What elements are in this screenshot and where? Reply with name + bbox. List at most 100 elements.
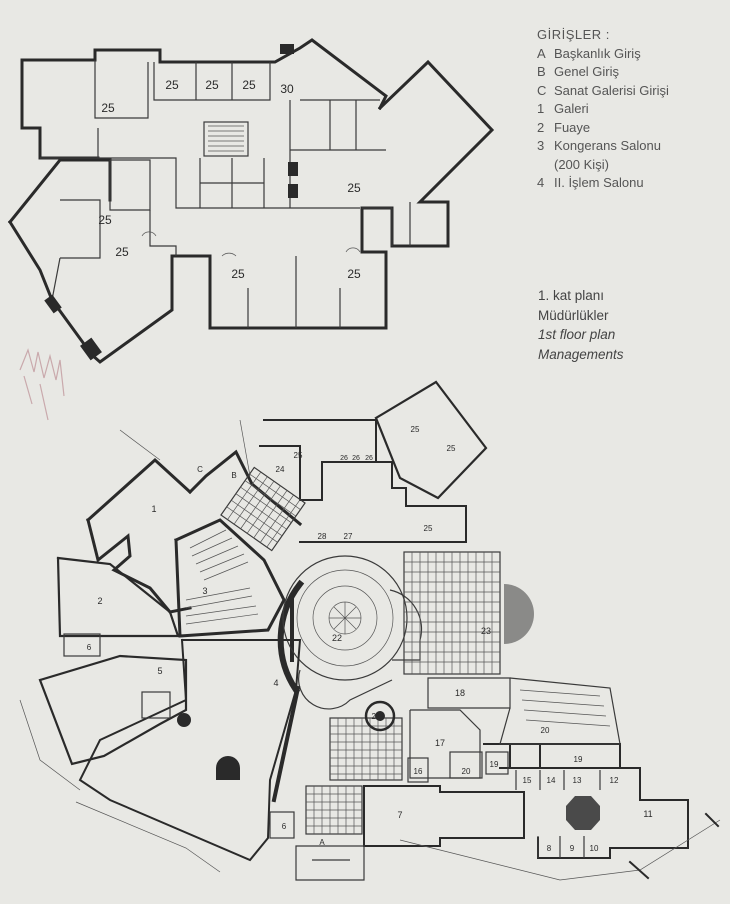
door-arc	[345, 247, 361, 253]
office-block-north	[259, 445, 467, 543]
room-label-3: 3	[202, 586, 207, 596]
legend-label: Başkanlık Giriş	[554, 45, 641, 61]
toilet-block	[263, 419, 377, 463]
room-label-22: 22	[332, 633, 342, 643]
room-label-25d: 25	[424, 524, 433, 533]
room-5-outline	[38, 654, 188, 766]
room-label-25a: 25	[294, 451, 303, 460]
corridor-wall-north	[40, 128, 360, 209]
legend-label: Genel Giriş	[554, 64, 620, 79]
column	[80, 337, 102, 361]
hall-4-east-wall	[271, 685, 301, 803]
column	[44, 294, 62, 314]
column	[288, 162, 298, 176]
door-arc	[221, 252, 237, 257]
north-arrow-marks	[628, 812, 720, 880]
room-label-25a: 25	[165, 78, 179, 92]
hall-4-outline	[78, 638, 302, 862]
room-label-1: 1	[151, 504, 156, 514]
room-label-25e: 25	[347, 181, 361, 195]
room-17-outline	[409, 709, 481, 779]
legend-key: 1	[537, 101, 545, 116]
room-label-11: 11	[643, 809, 652, 819]
room-label-6a: 6	[87, 643, 92, 652]
room-6b	[269, 811, 295, 839]
column	[280, 44, 294, 54]
room-label-24: 24	[276, 465, 285, 474]
room-label-25b: 25	[205, 78, 219, 92]
tile-grid-entrance	[220, 466, 306, 552]
room-label-25d: 25	[101, 101, 115, 115]
room-7-outline	[363, 785, 525, 847]
legend-title: GİRİŞLER :	[537, 27, 610, 42]
room-label-21: 21	[372, 712, 381, 721]
room-label-19b: 19	[490, 760, 499, 769]
first-floor-north-wall	[20, 38, 388, 111]
entrance-label-c: C	[197, 465, 203, 474]
core-block	[216, 756, 240, 780]
legend-label: (200 Kişi)	[554, 156, 609, 172]
room-label-25i: 25	[347, 267, 361, 281]
caption-english-name: Managements	[538, 346, 624, 362]
entrance-b-walls	[187, 449, 303, 527]
room-label-9: 9	[570, 844, 575, 853]
room-label-10: 10	[590, 844, 599, 853]
room-label-28: 28	[318, 532, 327, 541]
room-20b-outline	[449, 751, 483, 779]
tile-grid-south	[305, 717, 403, 835]
foyer-outline	[56, 556, 180, 638]
room-label-26c: 26	[365, 455, 373, 462]
room-label-25h: 25	[231, 267, 245, 281]
core-partitions	[199, 158, 265, 208]
room-label-7: 7	[397, 810, 402, 820]
column	[177, 713, 191, 727]
room-21-round	[364, 700, 396, 732]
legend-label: Fuaye	[554, 119, 591, 135]
stage-half-dome	[504, 584, 534, 644]
office-row-partitions	[153, 62, 271, 101]
room-19b-outline	[485, 751, 509, 775]
room-label-17: 17	[435, 738, 445, 748]
room-label-4: 4	[273, 678, 278, 688]
plan-caption: 1. kat planı Müdürlükler 1st floor plan …	[538, 286, 624, 364]
east-office-strip	[499, 767, 689, 859]
octagonal-core	[566, 796, 600, 830]
caption-turkish-floor: 1. kat planı	[538, 288, 605, 303]
gallery-north-wall	[85, 457, 193, 523]
room-label-12: 12	[610, 776, 619, 785]
room-label-13: 13	[573, 776, 582, 785]
room-label-30: 30	[280, 82, 294, 96]
room-label-25g: 25	[115, 245, 129, 259]
room-label-5: 5	[157, 666, 162, 676]
room-label-26a: 26	[340, 455, 348, 462]
room-6a	[63, 633, 101, 657]
atrium-ring	[296, 569, 394, 667]
legend-key: C	[537, 82, 547, 98]
room-label-23: 23	[481, 626, 491, 636]
legend-item: (200 Kişi)	[537, 156, 669, 175]
office-strip-partitions	[515, 770, 601, 858]
room-label-19a: 19	[574, 755, 583, 764]
entrance-label-b: B	[231, 471, 236, 480]
east-wing-partitions	[362, 202, 411, 246]
stair-treads	[208, 125, 244, 152]
room-label-14: 14	[547, 776, 556, 785]
entrance-label-a: A	[319, 838, 325, 847]
room-label-18: 18	[455, 688, 465, 698]
room-label-25c: 25	[447, 444, 456, 453]
first-floor-plan: 25 25 25 25 30 25 25 25 25 25	[7, 38, 495, 364]
conference-hall-outline	[174, 518, 286, 638]
room-label-25c: 25	[242, 78, 256, 92]
room-partition	[94, 60, 149, 119]
room-16-outline	[407, 757, 429, 783]
atrium-ring-outer	[282, 555, 408, 681]
conference-seating	[185, 529, 259, 625]
legend-key: 2	[537, 119, 545, 135]
legend-label: Kongerans Salonu	[554, 138, 661, 153]
room-label-16: 16	[414, 767, 423, 776]
